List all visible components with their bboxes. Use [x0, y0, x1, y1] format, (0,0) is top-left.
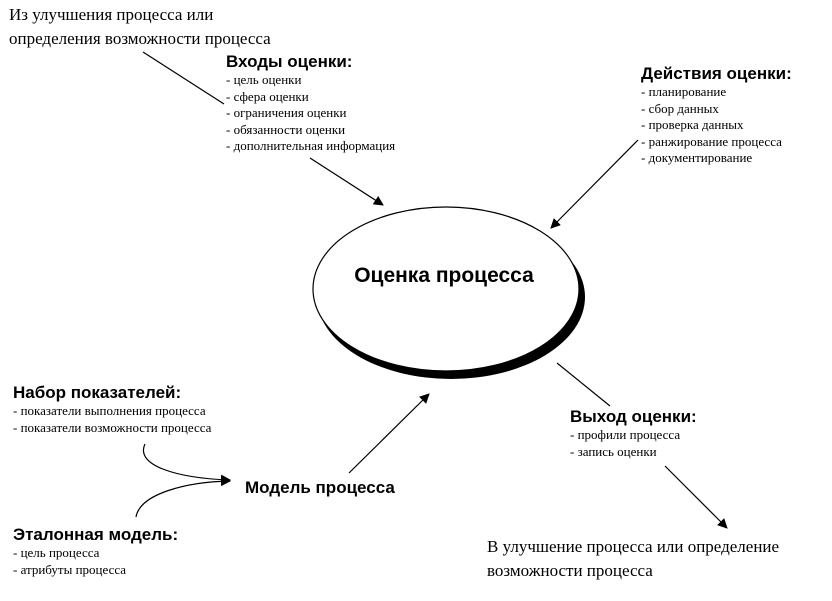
destination-text: В улучшение процесса или определение воз… [487, 535, 779, 583]
outputs-block: Выход оценки: - профили процесса - запис… [570, 407, 697, 460]
reference-model-title: Эталонная модель: [13, 525, 179, 544]
list-item: - дополнительная информация [226, 138, 396, 153]
source-text: Из улучшения процесса или определения во… [9, 3, 271, 51]
ellipse-to-outputs-line [556, 362, 611, 407]
source-text-line: определения возможности процесса [9, 29, 271, 48]
outputs-to-destination-arrow [664, 465, 728, 529]
assessment-ellipse [312, 206, 580, 372]
reference-to-model-arrow [135, 476, 231, 518]
actions-list: - планирование - сбор данных - проверка … [641, 84, 792, 167]
source-to-inputs-line [142, 51, 225, 105]
inputs-title: Входы оценки: [226, 52, 353, 71]
list-item: - ранжирование процесса [641, 133, 782, 149]
list-item: - сфера оценки [226, 88, 309, 104]
reference-model-list: - цель процесса - атрибуты процесса [13, 545, 178, 578]
list-item: - показатели выполнения процесса [13, 403, 206, 418]
inputs-list: - цель оценки - сфера оценки - ограничен… [226, 72, 395, 155]
list-item: - планирование [641, 84, 727, 99]
indicators-list: - показатели выполнения процесса - показ… [13, 403, 211, 436]
process-model-title: Модель процесса [245, 478, 395, 497]
actions-title: Действия оценки: [641, 64, 792, 83]
model-to-ellipse-arrow [348, 393, 430, 474]
inputs-block: Входы оценки: - цель оценки - сфера оцен… [226, 52, 395, 155]
list-item: - профили процесса [570, 427, 681, 442]
list-item: - показатели возможности процесса [13, 419, 212, 435]
list-item: - запись оценки [570, 443, 657, 459]
list-item: - проверка данных [641, 117, 744, 132]
outputs-list: - профили процесса - запись оценки [570, 427, 697, 460]
list-item: - цель оценки [226, 72, 302, 87]
list-item: - обязанности оценки [226, 121, 346, 137]
source-text-line: Из улучшения процесса или [9, 5, 214, 24]
list-item: - сбор данных [641, 100, 719, 116]
outputs-title: Выход оценки: [570, 407, 697, 426]
actions-to-ellipse-arrow [550, 139, 639, 229]
reference-model-block: Эталонная модель: - цель процесса - атри… [13, 525, 178, 578]
destination-text-line: возможности процесса [487, 561, 653, 580]
indicators-block: Набор показателей: - показатели выполнен… [13, 383, 211, 436]
indicators-to-model-arrow [142, 443, 231, 485]
center-title: Оценка процесса [354, 264, 534, 287]
actions-block: Действия оценки: - планирование - сбор д… [641, 64, 792, 167]
destination-text-line: В улучшение процесса или определение [487, 537, 780, 556]
list-item: - цель процесса [13, 545, 100, 560]
inputs-to-ellipse-arrow [309, 157, 384, 206]
list-item: - ограничения оценки [226, 105, 347, 120]
list-item: - атрибуты процесса [13, 561, 127, 577]
indicators-title: Набор показателей: [13, 383, 182, 402]
list-item: - документирование [641, 150, 753, 165]
